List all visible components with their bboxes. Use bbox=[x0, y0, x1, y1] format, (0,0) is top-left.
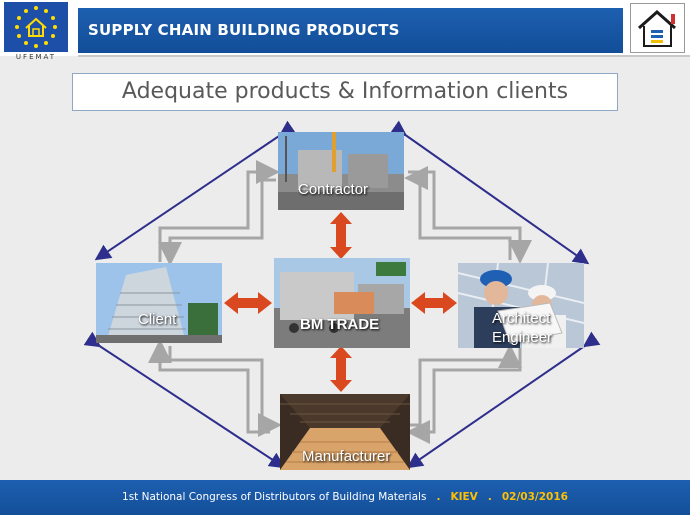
red-arrow-bm-architect bbox=[411, 292, 457, 314]
gray-arrow-client-to-contractor bbox=[158, 160, 280, 262]
architect-node: Architect Engineer bbox=[458, 263, 584, 348]
warehouse-truck-image bbox=[274, 258, 410, 348]
footer-text: 1st National Congress of Distributors of… bbox=[0, 491, 690, 503]
client-label: Client bbox=[138, 311, 177, 328]
factory-interior-image bbox=[280, 394, 410, 470]
manufacturer-label: Manufacturer bbox=[302, 448, 391, 465]
manufacturer-node: Manufacturer bbox=[280, 394, 410, 470]
logo-caption: UFEMAT bbox=[15, 53, 57, 61]
architect-label-line1: Architect bbox=[492, 310, 551, 327]
footer-separator-2: . bbox=[487, 491, 492, 503]
footer-city: KIEV bbox=[450, 491, 478, 503]
header-divider bbox=[78, 55, 690, 57]
client-node: Client bbox=[96, 263, 222, 343]
construction-site-image bbox=[278, 132, 404, 210]
gray-arrow-client-to-manufacturer bbox=[168, 346, 282, 437]
house-logo-icon bbox=[638, 9, 676, 47]
footer-date: 02/03/2016 bbox=[501, 491, 568, 503]
red-arrow-bm-manufacturer bbox=[330, 346, 352, 392]
footer-separator-1: . bbox=[436, 491, 441, 503]
contractor-node: Contractor bbox=[278, 132, 404, 210]
engineers-image bbox=[458, 263, 584, 348]
page-title: SUPPLY CHAIN BUILDING PRODUCTS bbox=[88, 21, 400, 39]
footer-congress: 1st National Congress of Distributors of… bbox=[122, 491, 427, 503]
navy-arrow-contractor-client bbox=[94, 120, 297, 261]
gray-arrow-contractor-to-architect bbox=[408, 170, 532, 264]
navy-arrow-contractor-architect bbox=[389, 120, 590, 265]
header-bar: SUPPLY CHAIN BUILDING PRODUCTS bbox=[78, 8, 623, 53]
contractor-label: Contractor bbox=[298, 181, 369, 198]
footer: 1st National Congress of Distributors of… bbox=[0, 480, 690, 515]
navy-arrow-architect-manufacturer bbox=[406, 331, 601, 469]
bm-trade-node: BM TRADE bbox=[274, 258, 410, 348]
header: UFEMAT SUPPLY CHAIN BUILDING PRODUCTS bbox=[0, 0, 690, 61]
red-arrow-bm-contractor bbox=[330, 212, 352, 259]
architect-label-line2: Engineer bbox=[492, 329, 553, 346]
eu-stars-house-icon bbox=[4, 2, 68, 52]
partner-logo bbox=[630, 3, 685, 53]
gray-arrow-manufacturer-to-client bbox=[148, 339, 270, 434]
slide-subtitle: Adequate products & Information clients bbox=[121, 79, 569, 104]
gray-arrow-contractor-to-client bbox=[158, 178, 276, 266]
navy-arrow-client-manufacturer bbox=[83, 331, 286, 469]
ufemat-logo bbox=[4, 2, 68, 52]
gray-arrow-manufacturer-to-architect bbox=[410, 344, 522, 427]
office-building-image bbox=[96, 263, 222, 343]
gray-arrow-architect-to-contractor bbox=[404, 166, 512, 260]
bm-trade-label: BM TRADE bbox=[300, 316, 380, 333]
subtitle-box: Adequate products & Information clients bbox=[72, 73, 618, 111]
red-arrow-bm-client bbox=[224, 292, 272, 314]
